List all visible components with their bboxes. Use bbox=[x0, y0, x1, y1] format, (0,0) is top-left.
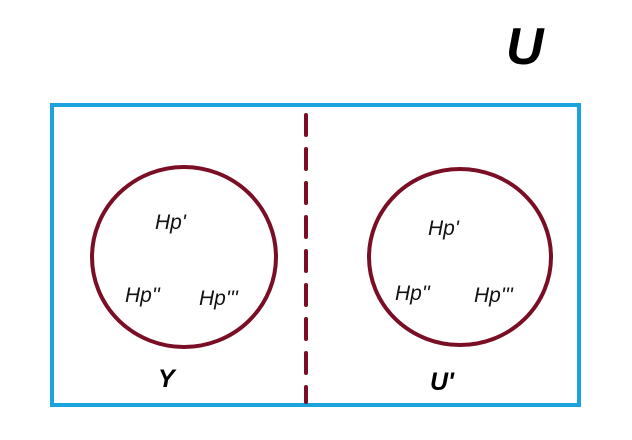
universe-label: U bbox=[506, 18, 545, 76]
right-element-2: Hp'' bbox=[395, 282, 431, 305]
left-set-label: Y bbox=[158, 365, 177, 393]
right-set-circle bbox=[367, 167, 553, 347]
right-set-label: U' bbox=[430, 368, 455, 396]
left-element-1: Hp' bbox=[155, 211, 187, 234]
right-element-3: Hp''' bbox=[474, 284, 514, 307]
left-set-circle bbox=[90, 165, 278, 349]
left-element-3: Hp''' bbox=[199, 287, 239, 310]
left-element-2: Hp'' bbox=[125, 284, 161, 307]
universe-rectangle bbox=[50, 103, 581, 407]
right-element-1: Hp' bbox=[428, 217, 460, 240]
